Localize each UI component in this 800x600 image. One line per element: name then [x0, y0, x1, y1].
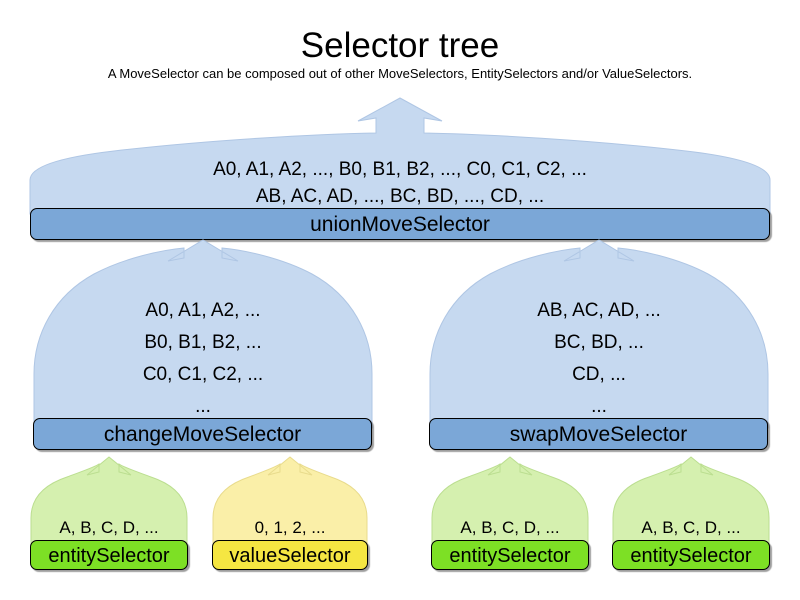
entity-selector-3-fan-shape [612, 456, 770, 551]
entity-selector-3-label: entitySelector [630, 545, 752, 567]
value-selector-1-bar[interactable]: valueSelector [212, 540, 368, 570]
node-change-move-selector[interactable]: A0, A1, A2, ... B0, B1, B2, ... C0, C1, … [32, 238, 374, 450]
entity-selector-2-label: entitySelector [449, 545, 571, 567]
node-union-move-selector[interactable]: A0, A1, A2, ..., B0, B1, B2, ..., C0, C1… [28, 96, 772, 241]
union-move-selector-bar[interactable]: unionMoveSelector [30, 208, 770, 240]
node-entity-selector-3[interactable]: A, B, C, D, ... entitySelector [611, 455, 771, 570]
change-fan-shape [33, 239, 373, 429]
page-subtitle: A MoveSelector can be composed out of ot… [107, 66, 693, 81]
swap-move-selector-label: swapMoveSelector [509, 423, 688, 446]
entity-selector-1-fan-shape [30, 456, 188, 551]
node-value-selector-1[interactable]: 0, 1, 2, ... valueSelector [211, 455, 369, 570]
value-selector-1-fan-shape [212, 456, 368, 551]
node-swap-move-selector[interactable]: AB, AC, AD, ... BC, BD, ... CD, ... ... … [428, 238, 770, 450]
change-move-selector-bar[interactable]: changeMoveSelector [33, 418, 372, 450]
union-move-selector-label: unionMoveSelector [310, 213, 490, 236]
entity-selector-1-bar[interactable]: entitySelector [30, 540, 188, 570]
entity-selector-3-bar[interactable]: entitySelector [612, 540, 770, 570]
entity-selector-1-label: entitySelector [48, 545, 170, 567]
union-fan-shape [29, 97, 771, 215]
change-move-selector-label: changeMoveSelector [103, 423, 302, 446]
page-title: Selector tree [300, 26, 500, 65]
swap-fan-shape [429, 239, 769, 429]
node-entity-selector-2[interactable]: A, B, C, D, ... entitySelector [430, 455, 590, 570]
node-entity-selector-1[interactable]: A, B, C, D, ... entitySelector [29, 455, 189, 570]
value-selector-1-label: valueSelector [229, 545, 351, 567]
swap-move-selector-bar[interactable]: swapMoveSelector [429, 418, 768, 450]
entity-selector-2-bar[interactable]: entitySelector [431, 540, 589, 570]
entity-selector-2-fan-shape [431, 456, 589, 551]
